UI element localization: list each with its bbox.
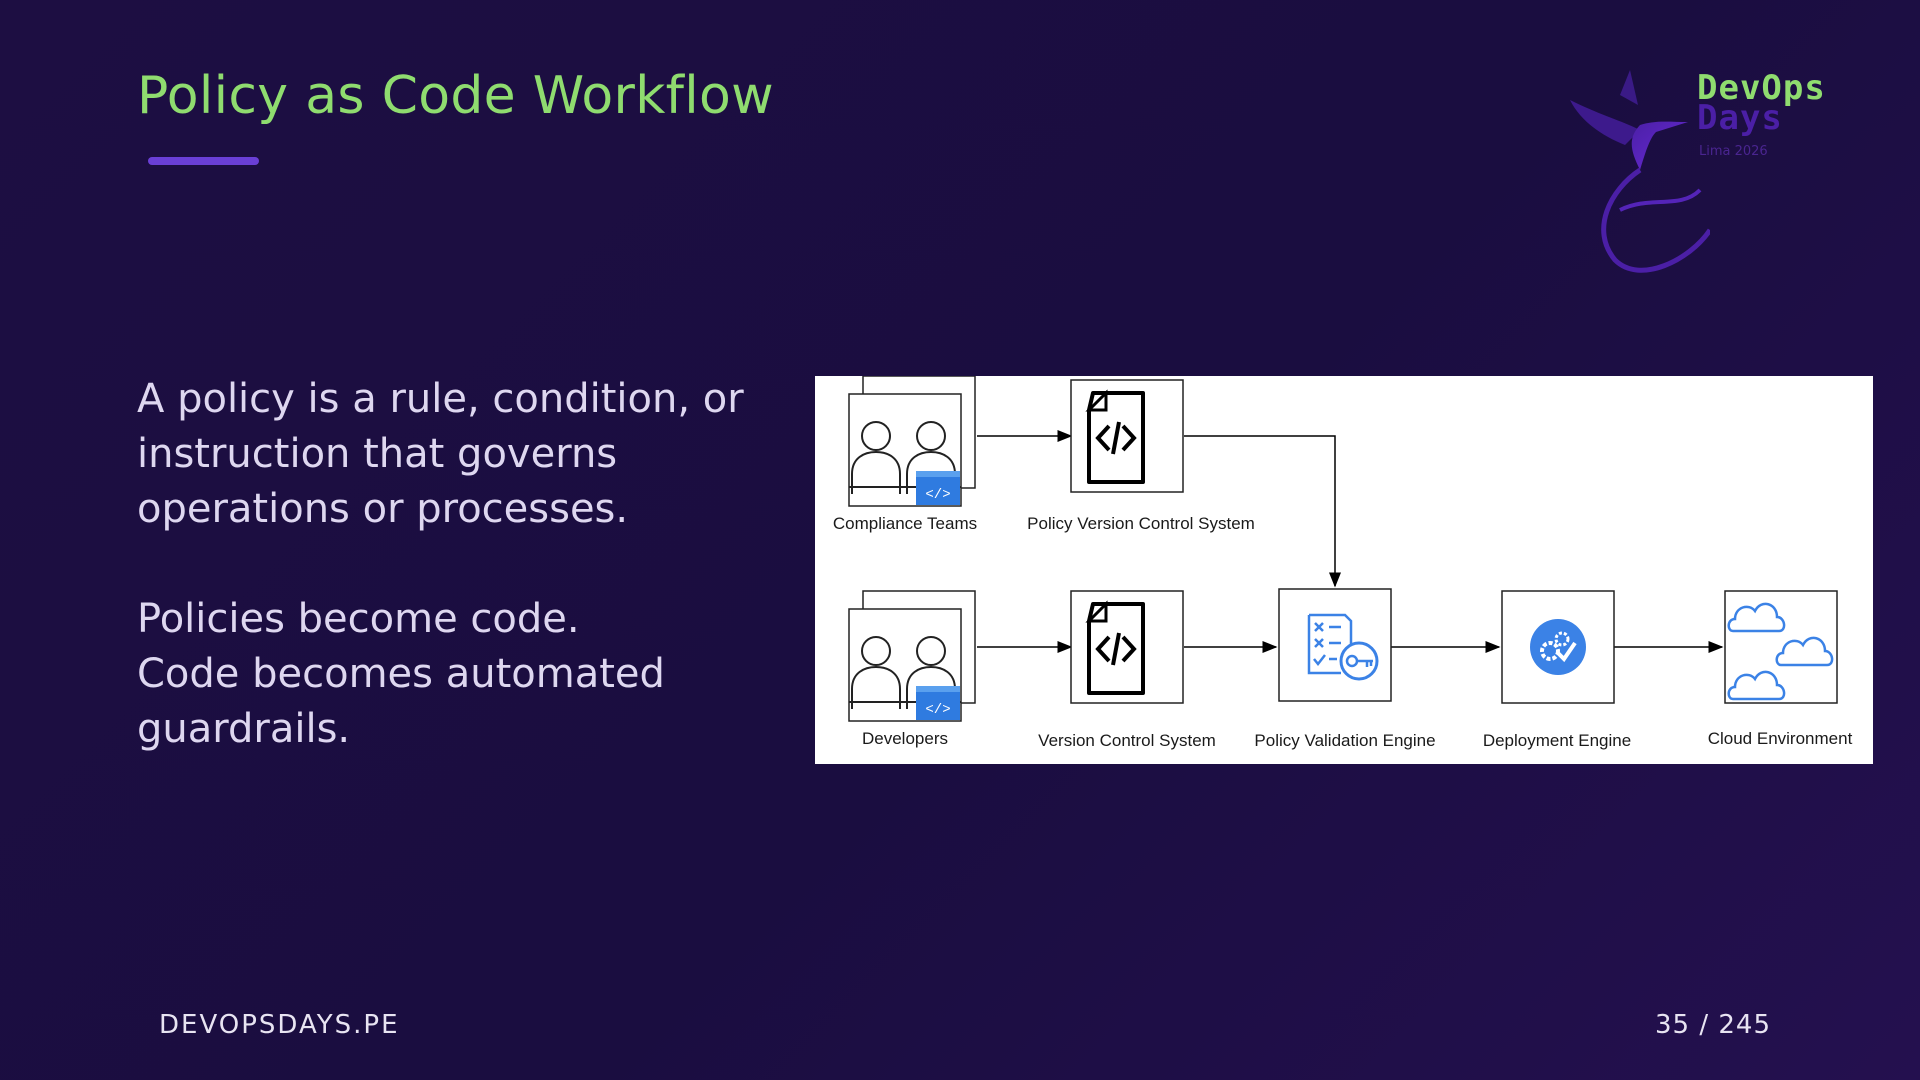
logo-text-location: Lima 2026 bbox=[1699, 144, 1768, 159]
body-paragraph-2: Policies become code. Code becomes autom… bbox=[137, 592, 757, 757]
code-file-icon bbox=[1070, 379, 1184, 493]
slide-body: A policy is a rule, condition, or instru… bbox=[137, 372, 757, 812]
logo-text-devops: DevOps bbox=[1697, 68, 1826, 108]
title-underline bbox=[148, 157, 259, 165]
logo-text-days: Days bbox=[1697, 98, 1783, 138]
slide-title: Policy as Code Workflow bbox=[137, 66, 774, 126]
hummingbird-icon bbox=[1570, 70, 1713, 273]
node-label-vcs: Version Control System bbox=[1038, 731, 1216, 750]
page-number: 35 / 245 bbox=[1655, 1010, 1771, 1040]
node-label-compliance-teams: Compliance Teams bbox=[832, 514, 978, 533]
body-line: A policy is a rule, condition, or bbox=[137, 376, 744, 422]
gears-check-icon bbox=[1501, 590, 1615, 704]
body-line: guardrails. bbox=[137, 706, 351, 752]
body-line: Code becomes automated bbox=[137, 651, 665, 697]
team-code-icon: </> bbox=[848, 376, 976, 507]
footer-site: DEVOPSDAYS.PE bbox=[159, 1010, 400, 1040]
node-label-cloud: Cloud Environment bbox=[1707, 729, 1853, 748]
workflow-diagram: </> </> bbox=[815, 376, 1873, 764]
node-label-policy-validation: Policy Validation Engine bbox=[1254, 731, 1436, 750]
team-code-icon: </> bbox=[848, 590, 976, 722]
devopsdays-logo: DevOps Days Lima 2026 bbox=[1560, 60, 1880, 290]
checklist-key-icon bbox=[1278, 588, 1392, 702]
code-file-icon bbox=[1070, 590, 1184, 704]
workflow-diagram-svg: </> </> bbox=[848, 376, 1838, 722]
body-line: Policies become code. bbox=[137, 596, 580, 642]
node-label-policy-vcs: Policy Version Control System bbox=[1027, 514, 1255, 533]
svg-text:</>: </> bbox=[925, 702, 950, 718]
node-label-deployment: Deployment Engine bbox=[1482, 731, 1632, 750]
svg-text:</>: </> bbox=[925, 487, 950, 503]
clouds-icon bbox=[1724, 590, 1838, 704]
body-paragraph-1: A policy is a rule, condition, or instru… bbox=[137, 372, 757, 537]
body-line: instruction that governs bbox=[137, 431, 618, 477]
edge-policy-vcs-to-validation bbox=[1184, 435, 1341, 588]
body-line: operations or processes. bbox=[137, 486, 629, 532]
node-label-developers: Developers bbox=[862, 729, 948, 748]
